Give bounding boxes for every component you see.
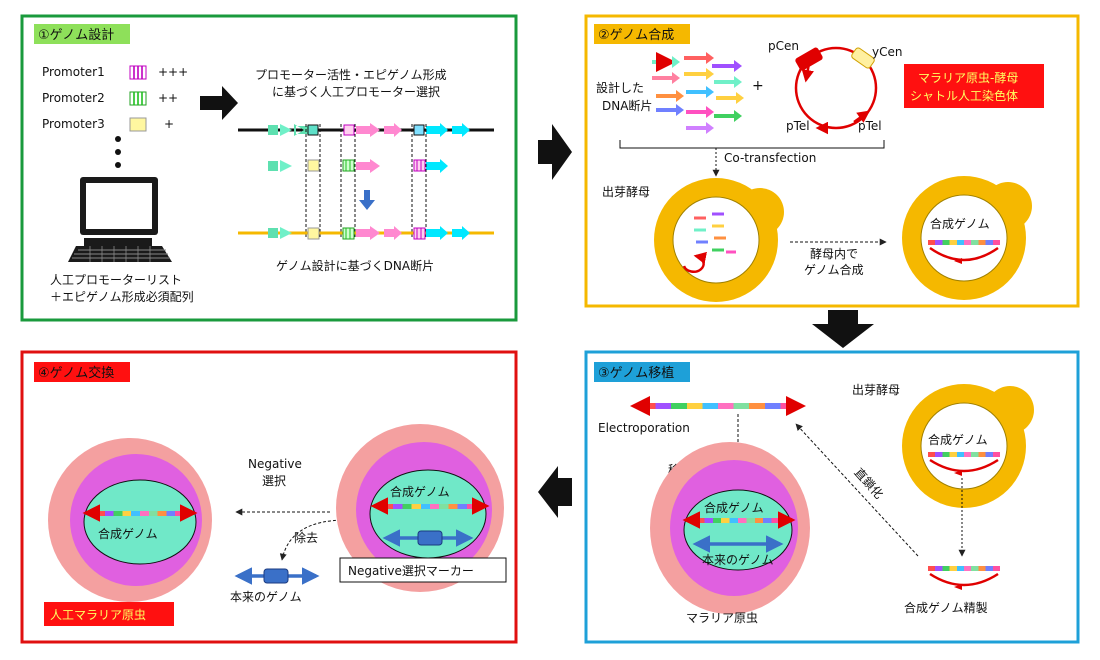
negative-marker-box: [339, 557, 507, 583]
promoter3-strength: +: [164, 117, 174, 131]
panel-genome-exchange: ④ゲノム交換 合成ゲノム 人工マラリア原虫 Negative 選択 除去 本来の…: [20, 350, 518, 644]
ptel-left-label: pTel: [786, 119, 810, 133]
promoter-selection-line2: に基づく人工プロモーター選択: [272, 85, 440, 99]
ptel-right-label: pTel: [858, 119, 882, 133]
panel2-border: [584, 14, 1080, 308]
shuttle-chromosome-box: [904, 64, 1044, 108]
electroporation-label: Electroporation: [598, 421, 690, 435]
cotransfection-label: Co-transfection: [724, 151, 816, 165]
panel2-title: ②ゲノム合成: [598, 28, 674, 43]
promoter2-strength: ++: [158, 91, 178, 105]
synthetic-genome-label-yeast: 合成ゲノム: [930, 216, 990, 231]
linear-genome-p3: [630, 396, 806, 416]
panel4-border: [20, 350, 518, 644]
synthetic-genome-label-left: 合成ゲノム: [98, 526, 158, 541]
designed-dna-line1: 設計した: [596, 80, 644, 95]
parasite-cell-left: [48, 438, 212, 602]
artificial-parasite-label: 人工マラリア原虫: [50, 608, 146, 622]
yeast-cell-p3: [902, 384, 1034, 508]
panel4-title: ④ゲノム交換: [38, 365, 114, 381]
shuttle-line2: シャトル人工染色体: [910, 88, 1018, 103]
native-genome-label-p4: 本来のゲノム: [230, 590, 302, 604]
negative-selection-line1: Negative: [248, 457, 302, 471]
dna-fragment-schematic: [238, 123, 494, 240]
native-genome-label-p3: 本来のゲノム: [702, 553, 774, 567]
cotransfection-bracket: [619, 140, 885, 149]
removal-arrow: [279, 519, 347, 561]
panel-genome-design: ①ゲノム設計 Promoter1 +++ Promoter2 ++ Promot…: [20, 14, 518, 322]
yeast-cell-before: [654, 178, 784, 302]
designed-dna-line2: DNA断片: [602, 98, 652, 113]
in-yeast-line2: ゲノム合成: [804, 262, 864, 277]
shuttle-line1: マラリア原虫-酵母: [918, 71, 1018, 85]
yeast-label-p3: 出芽酵母: [852, 383, 900, 397]
panel3-border: [584, 350, 1080, 644]
parasite-cell-p3: [650, 442, 810, 614]
plus-sign: +: [752, 78, 764, 94]
negative-selection-line2: 選択: [262, 474, 286, 488]
panel3-title: ③ゲノム移植: [598, 366, 674, 381]
parasite-label: マラリア原虫: [686, 611, 758, 625]
native-genome-removed: [234, 567, 320, 585]
promoter-list-label-1: 人工プロモーターリスト: [50, 273, 182, 287]
panel4-tag: [34, 362, 130, 382]
linearize-label: 直鎖化: [851, 465, 886, 502]
parasite-cell-right: [336, 424, 504, 592]
dna-fragment-label: ゲノム設計に基づくDNA断片: [276, 258, 434, 273]
synthetic-genome-label-right: 合成ゲノム: [390, 484, 450, 499]
synthetic-genome-label-p3-inner: 合成ゲノム: [704, 500, 764, 515]
linearize-arrow: [795, 423, 919, 557]
yeast-label: 出芽酵母: [602, 185, 650, 199]
flow-arrow-right-1: [200, 86, 238, 120]
panel-genome-transplant: ③ゲノム移植 出芽酵母 合成ゲノム 合成ゲノム精製 直鎖化 Electropor…: [584, 350, 1080, 644]
yeast-cell-after: [902, 176, 1032, 300]
promoter-list-label-2: ＋エピゲノム形成必須配列: [50, 290, 194, 304]
in-yeast-line1: 酵母内で: [810, 247, 858, 261]
promoter-list: Promoter1 +++ Promoter2 ++ Promoter3 +: [42, 65, 188, 168]
promoter2-name: Promoter2: [42, 91, 105, 105]
flow-arrow-left: [538, 466, 572, 518]
purification-label: 合成ゲノム精製: [904, 600, 988, 615]
pcen-label: pCen: [768, 39, 799, 53]
negative-marker-label: Negative選択マーカー: [348, 564, 474, 578]
panel3-tag: [594, 362, 690, 382]
promoter-selection-line1: プロモーター活性・エピゲノム形成: [255, 68, 447, 82]
dna-fragment-arrows: [652, 52, 736, 130]
promoter3-name: Promoter3: [42, 117, 105, 131]
flow-arrow-right-2: [538, 124, 572, 180]
panel1-title: ①ゲノム設計: [38, 27, 114, 43]
computer-icon: [68, 177, 172, 262]
promoter3-swatch: [129, 117, 147, 132]
panel2-tag: [594, 24, 690, 44]
promoter1-name: Promoter1: [42, 65, 105, 79]
panel1-tag: [34, 24, 130, 44]
shuttle-chromosome-circle: [794, 46, 878, 135]
removal-label: 除去: [294, 530, 318, 545]
panel1-border: [20, 14, 518, 322]
artificial-parasite-box: [44, 602, 174, 626]
synthetic-genome-label-p3: 合成ゲノム: [928, 432, 988, 447]
purified-genome: [928, 566, 1000, 590]
promoter1-strength: +++: [158, 65, 188, 79]
ycen-label: yCen: [872, 45, 902, 59]
flow-arrow-down: [812, 310, 874, 348]
panel-genome-synthesis: ②ゲノム合成 設計した DNA断片: [584, 14, 1080, 308]
